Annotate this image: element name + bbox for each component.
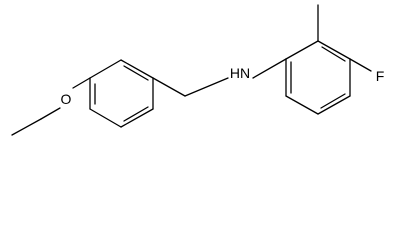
bond-left-ring-6 [89, 59, 122, 79]
bonds [11, 4, 372, 136]
fluorine-atom-label: F [376, 68, 385, 84]
bond-ethyl-oxygen [40, 107, 61, 120]
bond-fluorine [349, 58, 372, 72]
nitrogen-atom-label: HN [230, 65, 250, 81]
bond-left-ring-3 [120, 108, 154, 128]
bond-methylene-nitrogen [184, 77, 229, 97]
bond-right-ring-double-1 [321, 46, 346, 62]
bond-right-ring-double-2 [320, 93, 346, 109]
bond-right-ring-2 [317, 40, 351, 60]
bond-right-ring-1 [285, 40, 319, 60]
bond-left-ring-double-3 [123, 65, 149, 81]
bond-oxygen-ring [72, 77, 91, 89]
bond-right-ring-5 [285, 95, 319, 115]
oxygen-atom-label: O [61, 91, 72, 107]
bond-ring-methylene [152, 77, 186, 97]
bond-right-ring-4 [317, 95, 351, 115]
bond-left-ring-double-2 [123, 106, 149, 122]
bond-ethyl-terminal [11, 118, 42, 136]
bond-left-ring-2 [89, 108, 122, 128]
chemical-structure-diagram: O HN F [11, 4, 385, 136]
atom-labels: O HN F [61, 65, 385, 107]
bond-left-ring-5 [120, 59, 154, 79]
bond-nitrogen-ring [252, 58, 287, 79]
